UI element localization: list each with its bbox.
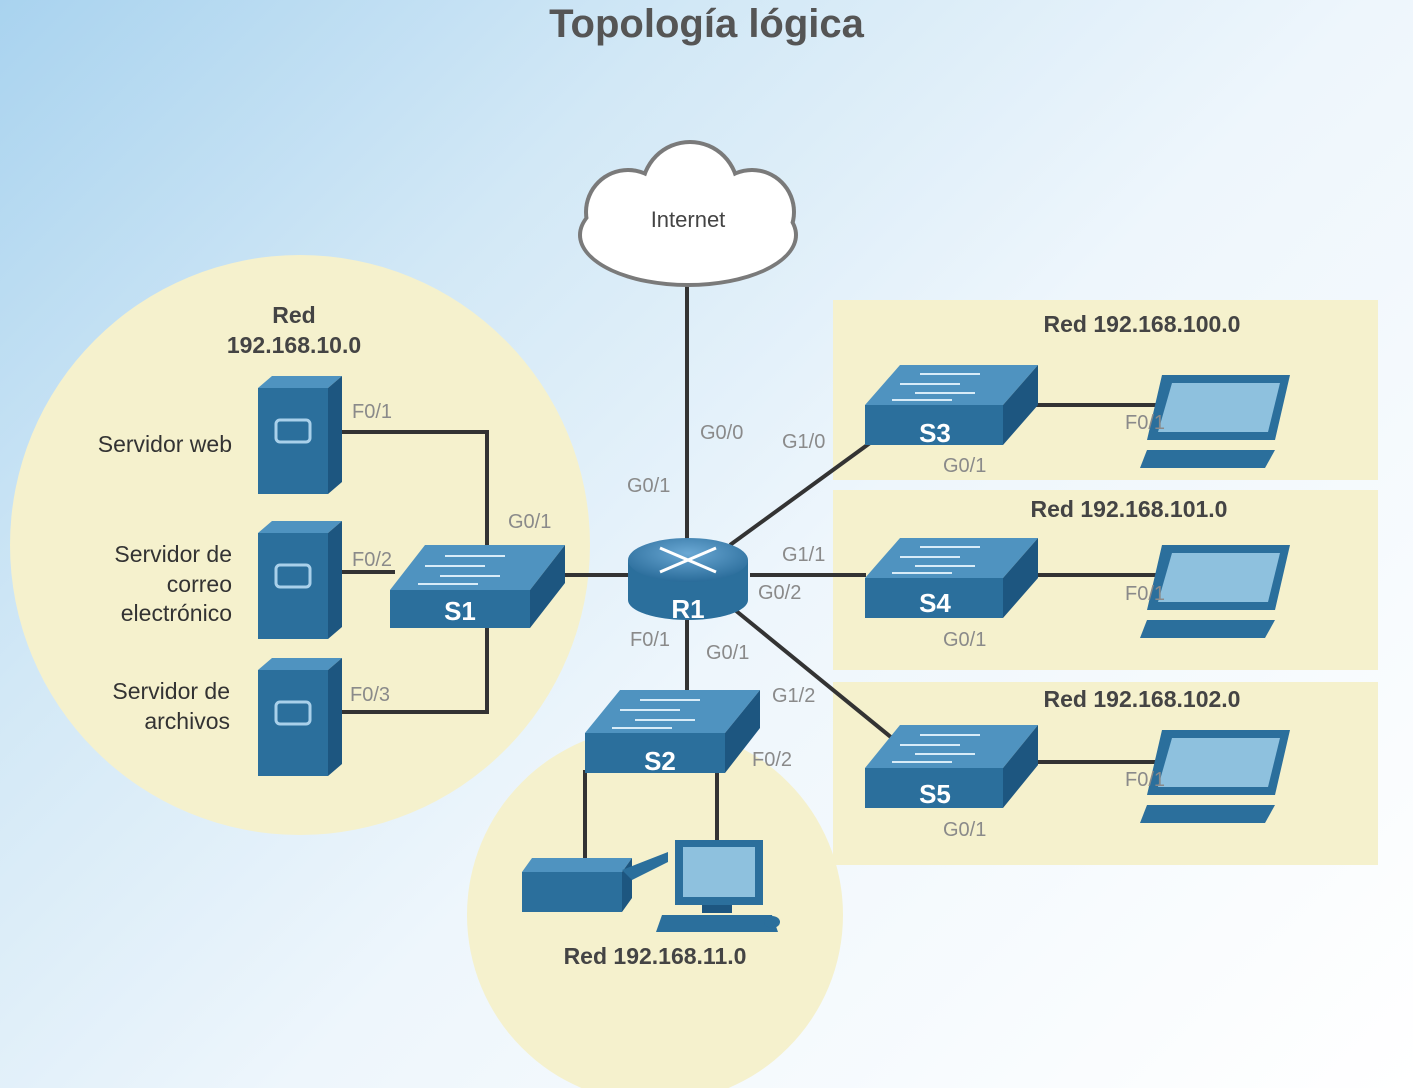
desktop-pc-icon — [656, 840, 780, 932]
printer-icon — [522, 852, 668, 912]
switch-s1-icon: S1 — [390, 545, 565, 628]
port-r1-g12: G1/2 — [772, 685, 815, 707]
port-r1-g10: G1/0 — [782, 431, 825, 453]
network-11-label: Red 192.168.11.0 — [564, 943, 747, 969]
mail-server-icon — [258, 521, 342, 639]
link-r1-s5 — [733, 608, 894, 740]
mail-server-label-line1: Servidor de — [114, 541, 232, 567]
link-s1-webserver — [340, 430, 489, 548]
switch-s1-label: S1 — [444, 596, 476, 626]
port-s1-g01: G0/1 — [508, 511, 551, 533]
network-102-label: Red 192.168.102.0 — [1044, 686, 1241, 712]
web-server-label: Servidor web — [98, 431, 232, 457]
switch-s5-label: S5 — [919, 779, 951, 809]
port-s2-g01: G0/1 — [706, 642, 749, 664]
switch-s3-label: S3 — [919, 418, 951, 448]
link-r1-s3 — [728, 441, 872, 547]
port-s3-g01: G0/1 — [943, 455, 986, 477]
network-10-label-line1: Red — [272, 302, 315, 328]
switch-s2-icon: S2 — [585, 690, 760, 776]
switch-s4-label: S4 — [919, 588, 951, 618]
port-r1-f01: F0/1 — [630, 629, 670, 651]
router-r1-icon: R1 — [628, 538, 748, 624]
file-server-label-line1: Servidor de — [112, 678, 230, 704]
port-s4-g01: G0/1 — [943, 629, 986, 651]
port-s5-f01: F0/1 — [1125, 769, 1165, 791]
port-r1-g01: G0/1 — [627, 475, 670, 497]
web-server-icon — [258, 376, 342, 494]
link-s1-fileserver — [340, 625, 489, 714]
laptop-s5-icon — [1140, 730, 1290, 823]
port-s5-g01: G0/1 — [943, 819, 986, 841]
switch-s5-icon: S5 — [865, 725, 1038, 809]
diagram-title: Topología lógica — [549, 2, 864, 46]
port-s3-f01: F0/1 — [1125, 412, 1165, 434]
mail-server-label-line3: electrónico — [121, 600, 232, 626]
port-s1-f01: F0/1 — [352, 401, 392, 423]
port-r1-g11: G1/1 — [782, 544, 825, 566]
network-10-label-line2: 192.168.10.0 — [227, 332, 361, 358]
internet-cloud-icon: Internet — [578, 140, 798, 287]
zone-network-11 — [467, 727, 843, 1088]
port-r1-g00: G0/0 — [700, 422, 743, 444]
links — [340, 280, 1162, 860]
network-101-label: Red 192.168.101.0 — [1031, 496, 1228, 522]
file-server-icon — [258, 658, 342, 776]
port-s2-f02: F0/2 — [752, 749, 792, 771]
file-server-label-line2: archivos — [144, 708, 230, 734]
switch-s3-icon: S3 — [865, 365, 1038, 448]
port-r1-g02: G0/2 — [758, 582, 801, 604]
laptop-s4-icon — [1140, 545, 1290, 638]
mail-server-label-line2: correo — [167, 571, 232, 597]
router-r1-label: R1 — [671, 594, 704, 624]
laptop-s3-icon — [1140, 375, 1290, 468]
switch-s2-label: S2 — [644, 746, 676, 776]
internet-label: Internet — [651, 207, 726, 232]
port-s1-f02: F0/2 — [352, 549, 392, 571]
port-s4-f01: F0/1 — [1125, 583, 1165, 605]
network-100-label: Red 192.168.100.0 — [1044, 311, 1241, 337]
switch-s4-icon: S4 — [865, 538, 1038, 618]
port-s1-f03: F0/3 — [350, 684, 390, 706]
